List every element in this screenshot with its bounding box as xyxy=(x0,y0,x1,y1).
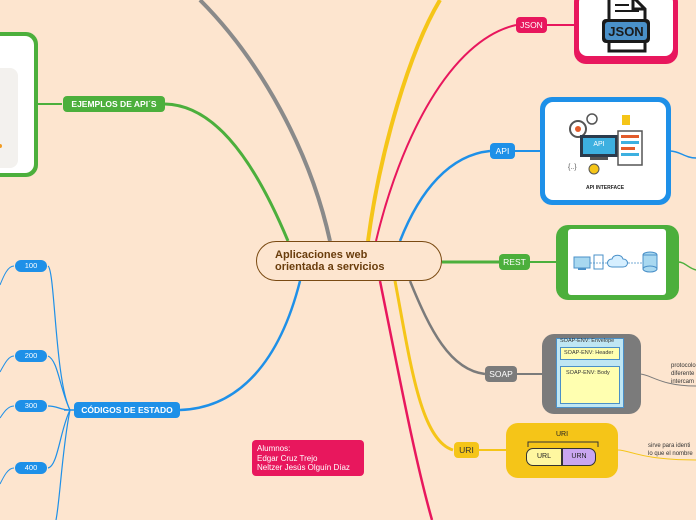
connector-top-yellow xyxy=(366,0,442,242)
uri-bracket xyxy=(527,441,599,447)
soap-note-line3: intercam xyxy=(671,379,695,385)
uri-url-label: URL xyxy=(536,453,551,460)
central-topic[interactable]: Aplicaciones web orientada a servicios xyxy=(256,241,442,281)
status-code-200[interactable]: 200 xyxy=(15,350,47,362)
connector-uri-right xyxy=(617,449,696,461)
ejemplos-image-content xyxy=(0,68,18,168)
connector-bottom-pink xyxy=(378,280,434,520)
connector-ejemplos xyxy=(164,102,290,242)
soap-note-line2: diferente xyxy=(671,371,695,377)
soap-body-box xyxy=(560,366,620,404)
students-heading: Alumnos: xyxy=(257,444,291,453)
soap-note-line1: protocolo xyxy=(671,363,696,369)
branch-ejemplos-apis[interactable]: EJEMPLOS DE API´S xyxy=(63,96,165,112)
uri-note-line2: lo que el nombre xyxy=(648,451,693,457)
student-name-1: Edgar Cruz Trejo xyxy=(257,453,318,463)
branch-uri[interactable]: URI xyxy=(454,442,479,458)
connector-codigos xyxy=(179,280,302,412)
ejemplos-image-card[interactable] xyxy=(0,32,38,177)
soap-envelope-label: SOAP-ENV: Envelope xyxy=(560,338,615,344)
connector-api-right xyxy=(669,150,696,159)
soap-header-label: SOAP-ENV: Header xyxy=(564,350,614,356)
uri-urn-label: URN xyxy=(571,453,587,460)
connector-api xyxy=(398,149,491,242)
connector-300-left xyxy=(0,405,15,419)
uri-note-line1: sirve para identi xyxy=(648,443,691,449)
json-file-icon xyxy=(602,0,650,53)
api-interface-illustration: {..} xyxy=(568,113,643,175)
branch-api[interactable]: API xyxy=(490,143,515,159)
api-image-card[interactable]: {..} API API INTERFACE xyxy=(540,97,671,205)
uri-urn-box xyxy=(562,448,596,466)
connector-400 xyxy=(47,409,71,469)
json-icon-label: JSON xyxy=(608,24,644,39)
branch-json[interactable]: JSON xyxy=(516,17,547,33)
branch-soap[interactable]: SOAP xyxy=(485,366,517,382)
status-code-100[interactable]: 100 xyxy=(15,260,47,272)
students-note[interactable]: Alumnos: Edgar Cruz Trejo Neltzer Jesús … xyxy=(252,440,364,476)
soap-header-box xyxy=(560,347,620,360)
connector-100 xyxy=(47,265,71,411)
connector-uri xyxy=(393,280,454,452)
json-image-card[interactable]: JSON xyxy=(574,0,678,64)
connector-100-left xyxy=(0,265,15,286)
ejemplos-image-accent xyxy=(0,144,2,148)
connector-400-left xyxy=(0,467,15,485)
api-screen-label: API xyxy=(593,141,605,148)
svg-text:{..}: {..} xyxy=(568,164,577,171)
rest-image-card[interactable] xyxy=(556,225,679,300)
soap-image-card[interactable]: SOAP-ENV: Envelope SOAP-ENV: Header SOAP… xyxy=(542,334,641,414)
connector-soap xyxy=(408,280,486,376)
connector-json xyxy=(375,24,517,242)
soap-body-label: SOAP-ENV: Body xyxy=(566,370,610,376)
status-code-300[interactable]: 300 xyxy=(15,400,47,412)
connector-rest-right xyxy=(677,261,696,271)
rest-architecture-illustration xyxy=(573,251,658,273)
branch-rest[interactable]: REST xyxy=(499,254,530,270)
connector-soap-right xyxy=(639,373,696,387)
central-topic-line2: orientada a servicios xyxy=(275,261,385,273)
api-interface-caption: API INTERFACE xyxy=(585,185,625,191)
connector-200-left xyxy=(0,355,15,373)
connector-300 xyxy=(47,405,71,411)
connector-500-stub xyxy=(55,409,71,520)
uri-url-box xyxy=(526,448,562,466)
central-topic-line1: Aplicaciones web xyxy=(275,249,368,261)
status-code-400[interactable]: 400 xyxy=(15,462,47,474)
branch-codigos-estado[interactable]: CÓDIGOS DE ESTADO xyxy=(74,402,180,418)
student-name-2: Neltzer Jesús Olguín Díaz xyxy=(257,463,350,472)
connector-top-gray xyxy=(198,0,332,242)
connector-200 xyxy=(47,355,71,411)
uri-title: URI xyxy=(555,431,569,438)
uri-image-card[interactable]: URI URL URN xyxy=(506,423,618,478)
